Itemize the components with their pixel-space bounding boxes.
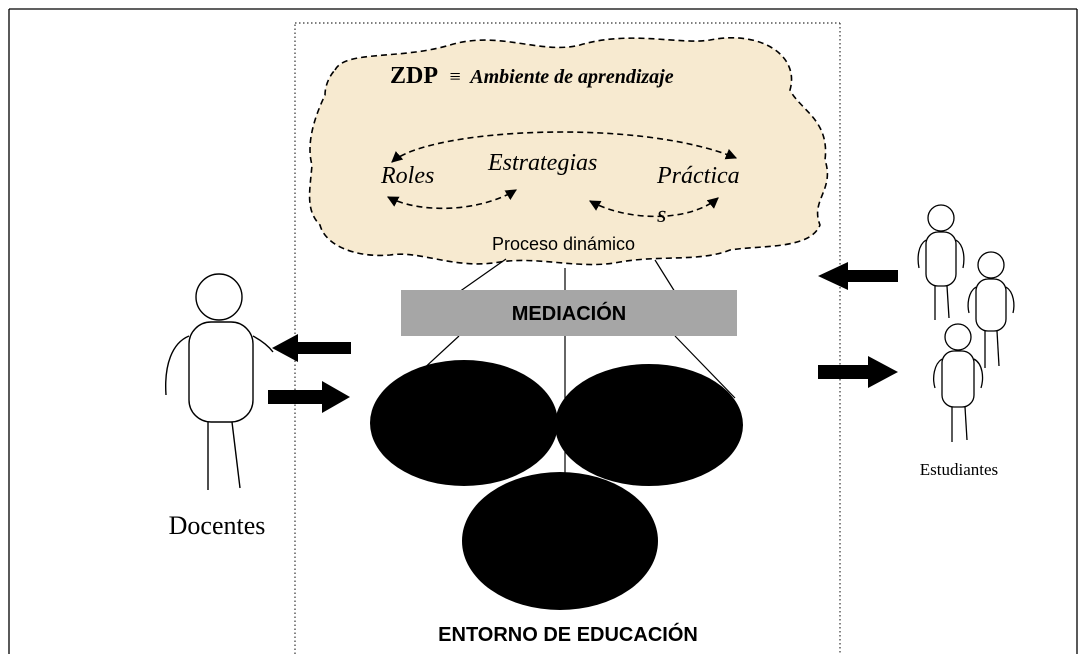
practices-label-tail: s (657, 202, 666, 228)
mediation-bar (401, 290, 737, 336)
student-figure-3 (933, 323, 984, 442)
arrow-to-teacher (272, 334, 351, 362)
left-ellipse (370, 360, 558, 486)
environment-box (294, 22, 841, 654)
outer-border (8, 8, 1078, 654)
equivalence-symbol: ≡ (450, 66, 461, 88)
arc-roles-strategies (387, 189, 517, 210)
mediation-label: MEDIACIÓN (512, 301, 626, 325)
arrow-from-students (818, 262, 898, 290)
arc-strategies-practices (589, 197, 719, 218)
process-label: Proceso dinámico (492, 234, 635, 254)
arc-roles-practices (391, 131, 738, 163)
arrow-to-students (818, 356, 898, 388)
student-figure-1 (917, 204, 965, 320)
bottom-ellipse (462, 472, 658, 610)
learning-environment-label: Ambiente de aprendizaje (468, 66, 673, 88)
teacher-figure (165, 273, 274, 490)
environment-label: ENTORNO DE EDUCACIÓN (438, 622, 698, 646)
teachers-label: Docentes (169, 511, 266, 540)
practices-label: Práctica (656, 163, 740, 189)
students-label: Estudiantes (920, 460, 998, 479)
right-ellipse (555, 364, 743, 486)
dynamic-process-arrows (387, 131, 738, 218)
student-figure-2 (967, 251, 1015, 368)
strategies-label: Estrategias (487, 150, 597, 176)
thick-arrows (268, 262, 898, 413)
roles-label: Roles (380, 163, 434, 189)
cloud-title: ZDP ≡ Ambiente de aprendizaje (390, 63, 674, 89)
arrow-from-teacher (268, 381, 350, 413)
zdp-label: ZDP (390, 63, 438, 89)
